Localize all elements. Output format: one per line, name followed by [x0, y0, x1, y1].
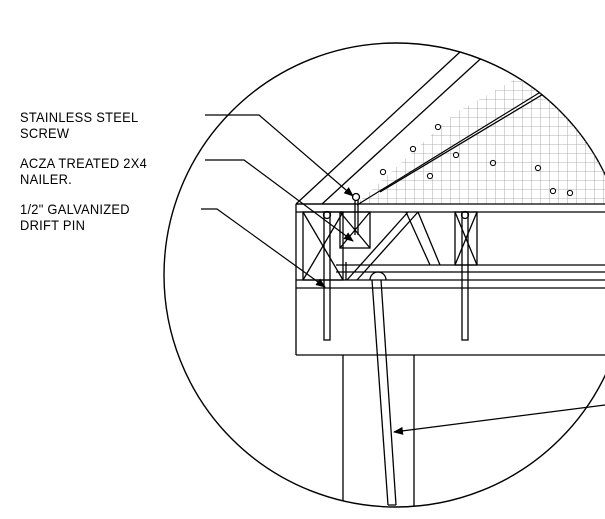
drift-pins	[322, 210, 470, 341]
truss-top-chord	[295, 203, 605, 356]
callout-line: DRIFT PIN	[20, 217, 86, 233]
callout-line: 1/2" GALVANIZED	[20, 201, 130, 217]
support-post	[342, 355, 415, 507]
callout-stainless-screw: STAINLESS STEEL SCREW	[20, 109, 138, 141]
callout-nailer: ACZA TREATED 2X4 NAILER.	[20, 155, 147, 187]
stainless-screw	[351, 192, 361, 235]
callout-line: STAINLESS STEEL	[20, 109, 139, 125]
callout-line: NAILER.	[20, 171, 73, 187]
mesh-edge-line	[356, 79, 561, 206]
leader-nailer	[205, 159, 354, 242]
callout-line: SCREW	[20, 125, 70, 141]
truss-web	[345, 211, 441, 281]
callout-line: ACZA TREATED 2X4	[20, 155, 148, 171]
callout-drift-pin: 1/2" GALVANIZED DRIFT PIN	[20, 201, 130, 233]
mesh-fastener-circles	[379, 123, 574, 197]
leader-rod	[393, 404, 605, 435]
leader-screw	[205, 114, 354, 197]
slanted-rod	[369, 271, 397, 506]
detail-circle	[163, 42, 605, 508]
leader-drift-pin	[201, 208, 326, 288]
nailer-block	[302, 211, 478, 281]
